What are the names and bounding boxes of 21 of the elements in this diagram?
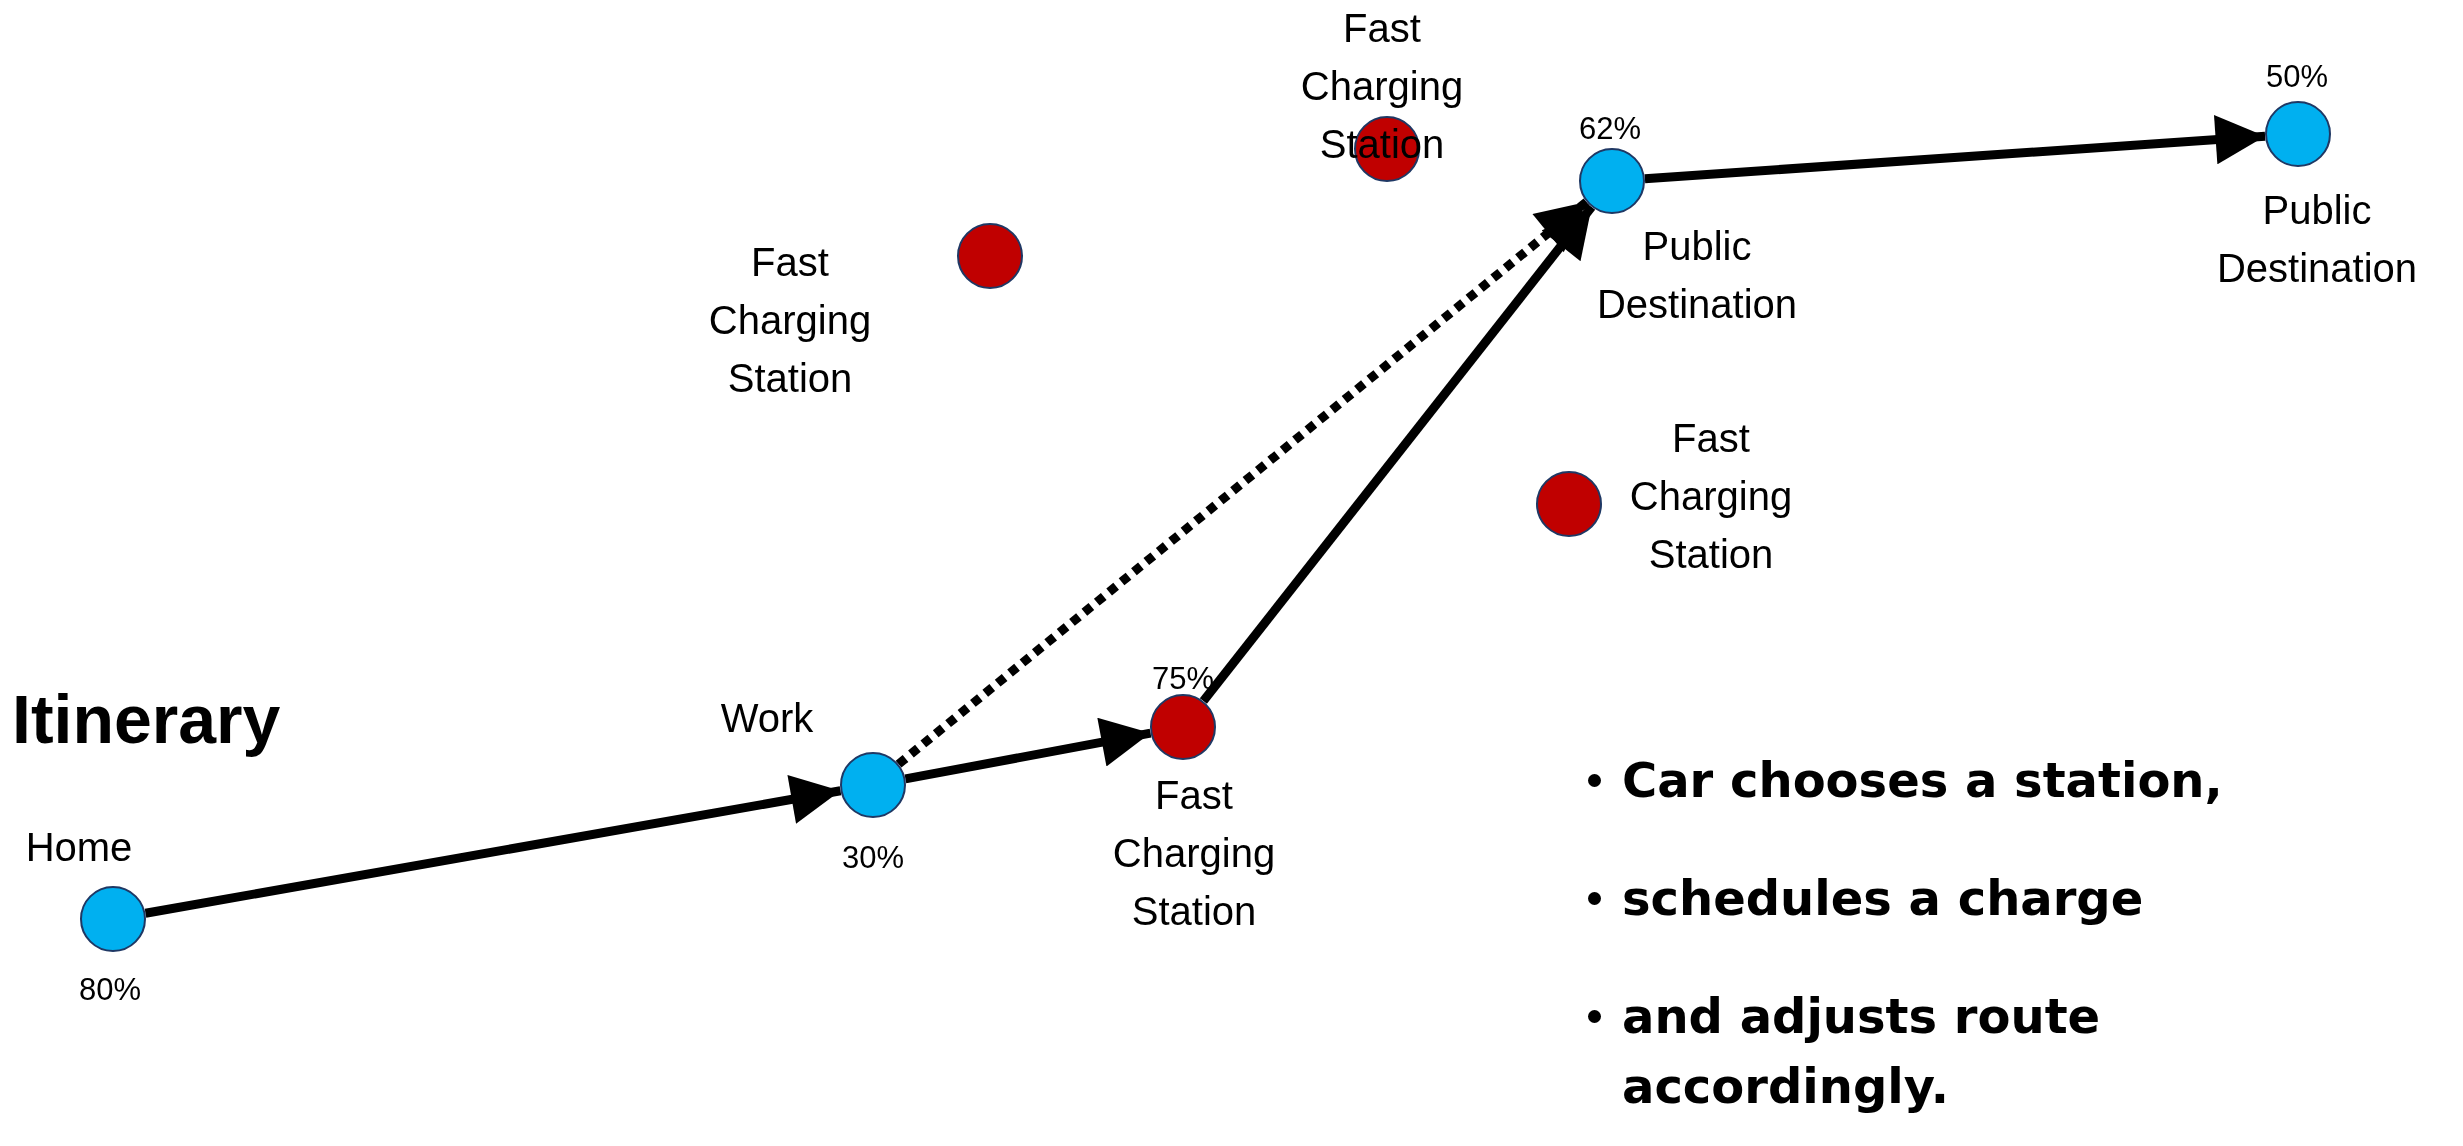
location-label: Fast Charging Station <box>707 239 873 402</box>
bullet-text: schedules a charge <box>1622 870 2144 926</box>
location-label: Fast Charging Station <box>1111 772 1277 935</box>
diagram-title: Itinerary <box>12 680 281 758</box>
location-label: Public Destination <box>1595 223 1799 328</box>
charge-percent: 75% <box>1152 661 1214 697</box>
charge-percent: 62% <box>1579 111 1641 147</box>
route-arrow <box>144 774 842 918</box>
route-arrow <box>1199 204 1596 704</box>
bullet-text: Car chooses a station, <box>1622 752 2223 808</box>
location-label: Public Destination <box>2215 187 2419 292</box>
route-arrow <box>895 198 1590 768</box>
route-arrow <box>1644 114 2266 184</box>
route-arrow <box>904 717 1152 784</box>
location-label: Home <box>24 824 134 871</box>
location-label: Work <box>719 695 815 742</box>
location-label: Fast Charging Station <box>1628 415 1794 578</box>
charge-percent: 50% <box>2266 59 2328 95</box>
bullet-text: and adjusts route accordingly. <box>1622 988 2101 1114</box>
charge-percent: 30% <box>842 840 904 876</box>
charge-percent: 80% <box>79 972 141 1008</box>
